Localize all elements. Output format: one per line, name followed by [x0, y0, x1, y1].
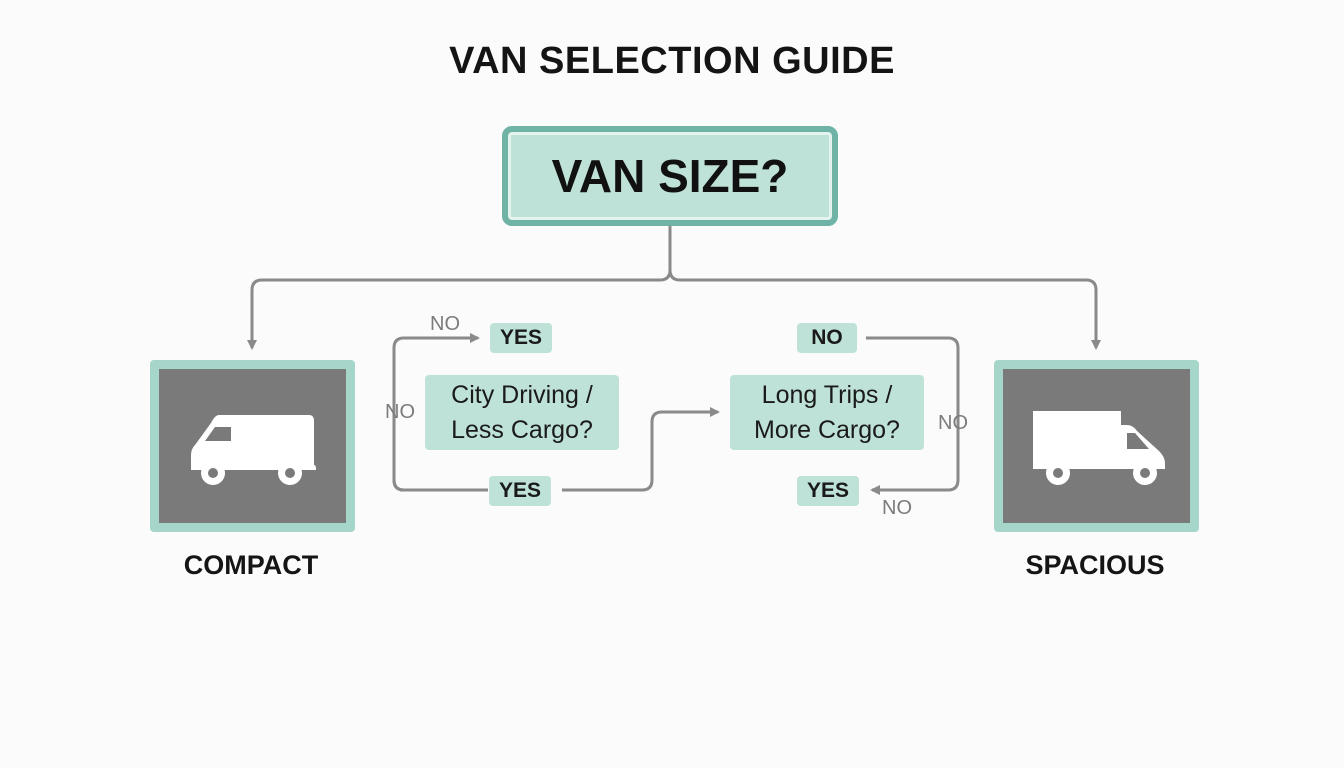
- right-bottom-no-label: NO: [882, 497, 912, 519]
- left-to-right-arrow: [562, 407, 720, 492]
- compact-label: COMPACT: [183, 550, 319, 580]
- left-side-no-label: NO: [385, 401, 415, 423]
- left-top-no-label: NO: [430, 313, 460, 335]
- right-top-no-label: NO: [797, 323, 857, 353]
- spacious-label: SPACIOUS: [1025, 550, 1165, 580]
- van-icon: [1033, 411, 1165, 485]
- left-question-line2: Less Cargo?: [451, 415, 593, 444]
- spacious-van-panel: [994, 360, 1199, 532]
- root-to-spacious-arrow: [680, 278, 1101, 350]
- right-loop-line: [866, 336, 960, 495]
- root-stem-line-right: [668, 269, 681, 282]
- right-bottom-yes-label: YES: [797, 476, 859, 506]
- page-title: VAN SELECTION GUIDE: [449, 40, 895, 82]
- left-question-line1: City Driving /: [451, 380, 593, 409]
- root-to-compact-arrow: [247, 278, 660, 350]
- root-stem-line: [659, 226, 672, 282]
- right-question-box: Long Trips / More Cargo?: [730, 375, 924, 450]
- right-side-no-label: NO: [938, 412, 968, 434]
- left-question-box: City Driving / Less Cargo?: [425, 375, 619, 450]
- left-top-yes-label: YES: [490, 323, 552, 353]
- right-question-line1: Long Trips /: [761, 380, 893, 409]
- left-bottom-line: [392, 479, 405, 492]
- van-icon: [191, 415, 316, 485]
- root-question-box: VAN SIZE?: [502, 126, 838, 226]
- right-question-line2: More Cargo?: [754, 415, 900, 444]
- left-bottom-yes-label: YES: [489, 476, 551, 506]
- compact-van-panel: [150, 360, 355, 532]
